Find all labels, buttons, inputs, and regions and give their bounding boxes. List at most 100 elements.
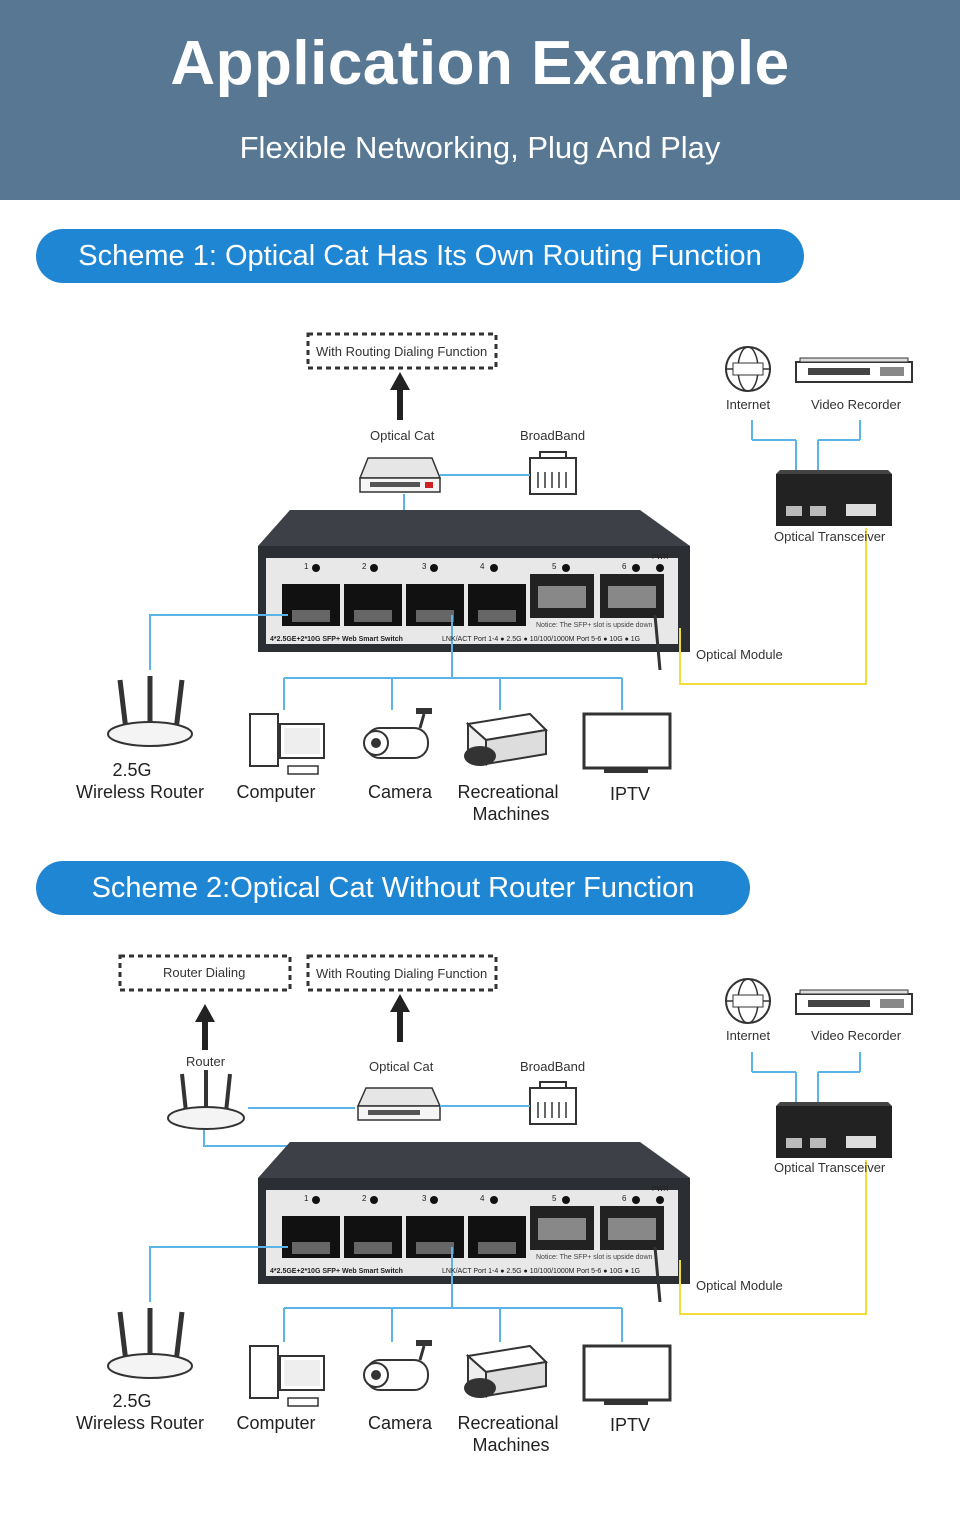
- computer-icon: [249, 1345, 325, 1407]
- rj45-port-3: [406, 584, 464, 626]
- rj45-port-2: [344, 1216, 402, 1258]
- switch-device: [258, 1142, 690, 1284]
- camera-icon: [363, 1340, 432, 1391]
- page-title: Application Example: [170, 29, 790, 98]
- wireless-router-icon: [167, 1070, 245, 1130]
- rj45-port-4: [468, 1216, 526, 1258]
- port-5-label: 5: [552, 562, 557, 571]
- router-dialing-box-label: Router Dialing: [163, 965, 246, 980]
- optical-module-fiber: [653, 1246, 662, 1303]
- wireless-router-icon: [107, 1308, 193, 1379]
- computer-icon: [249, 713, 325, 775]
- rj45-port-1: [282, 1216, 340, 1258]
- scheme1-title: Scheme 1: Optical Cat Has Its Own Routin…: [36, 229, 804, 283]
- pwr-label: PWR: [652, 554, 669, 561]
- scheme2-title: Scheme 2:Optical Cat Without Router Func…: [36, 861, 750, 915]
- router-label: Router: [186, 1054, 226, 1069]
- dialing-box-label: With Routing Dialing Function: [316, 966, 488, 981]
- port-1-label: 1: [304, 562, 309, 571]
- optical-cat-icon: [356, 1087, 442, 1121]
- arrow-up-icon: [390, 372, 410, 420]
- dialing-box: [306, 954, 498, 992]
- scheme2-diagram: Router Dialing With Routing Dialing Func…: [0, 942, 960, 1532]
- pwr-label: PWR: [652, 1186, 669, 1193]
- page-subtitle: Flexible Networking, Plug And Play: [239, 130, 721, 165]
- recreational-label-2: Machines: [472, 1435, 550, 1455]
- port-2-label: 2: [362, 562, 367, 571]
- port-5-label: 5: [552, 1194, 557, 1203]
- switch-legend: LNK/ACT Port 1-4 ● 2.5G ● 10/100/1000M P…: [442, 636, 641, 643]
- optical-cat-label: Optical Cat: [369, 1059, 434, 1074]
- recreational-label-1: Recreational: [457, 782, 559, 802]
- sfp-port-6: [600, 1206, 664, 1250]
- scheme2-drawing: [107, 954, 913, 1407]
- router-speed-label: 2.5G: [112, 1391, 152, 1411]
- sfp-port-5: [530, 1206, 594, 1250]
- arrow-up-icon: [390, 994, 410, 1042]
- dialing-box: [306, 332, 498, 370]
- internet-label: Internet: [726, 1028, 771, 1043]
- port-3-label: 3: [422, 562, 427, 571]
- wireless-router-icon: [107, 676, 193, 747]
- page-header: Application Example Flexible Networking,…: [0, 0, 960, 200]
- video-recorder-label: Video Recorder: [811, 397, 902, 412]
- optical-cat-icon: [358, 457, 442, 493]
- router-dialing-box: [118, 954, 292, 992]
- switch-legend: LNK/ACT Port 1-4 ● 2.5G ● 10/100/1000M P…: [442, 1268, 641, 1275]
- internet-globe-icon: [725, 978, 771, 1024]
- recreational-label-2: Machines: [472, 804, 550, 824]
- wireless-router-label: Wireless Router: [75, 782, 205, 802]
- rj45-port-icon: [529, 451, 577, 495]
- rj45-port-2: [344, 584, 402, 626]
- video-recorder-icon: [795, 357, 913, 383]
- tv-icon: [582, 712, 672, 773]
- scheme1-diagram: With Routing Dialing Function Optical Ca…: [0, 310, 960, 900]
- broadband-label: BroadBand: [520, 428, 586, 443]
- port-4-label: 4: [480, 1194, 485, 1203]
- port-6-label: 6: [622, 562, 627, 571]
- recreational-label-1: Recreational: [457, 1413, 559, 1433]
- port-3-label: 3: [422, 1194, 427, 1203]
- switch-notice: Notice: The SFP+ slot is upside down: [536, 622, 653, 629]
- dialing-box-label: With Routing Dialing Function: [316, 344, 488, 359]
- rj45-port-icon: [529, 1081, 577, 1125]
- port-4-label: 4: [480, 562, 485, 571]
- camera-label: Camera: [367, 782, 433, 802]
- port-2-label: 2: [362, 1194, 367, 1203]
- game-console-icon: [464, 1344, 549, 1399]
- arrow-up-icon: [195, 1004, 215, 1050]
- optical-transceiver-label: Optical Transceiver: [774, 1160, 886, 1175]
- internet-globe-icon: [725, 346, 771, 392]
- port-1-label: 1: [304, 1194, 309, 1203]
- computer-label: Computer: [236, 782, 316, 802]
- iptv-label: IPTV: [609, 1415, 650, 1435]
- computer-label: Computer: [236, 1413, 316, 1433]
- switch-model: 4*2.5GE+2*10G SFP+ Web Smart Switch: [270, 1268, 403, 1275]
- internet-label: Internet: [726, 397, 771, 412]
- iptv-label: IPTV: [609, 784, 650, 804]
- optical-cat-label: Optical Cat: [370, 428, 435, 443]
- port-6-label: 6: [622, 1194, 627, 1203]
- sfp-port-6: [600, 574, 664, 618]
- wireless-router-label: Wireless Router: [75, 1413, 205, 1433]
- optical-transceiver-icon: [776, 470, 892, 526]
- switch-model: 4*2.5GE+2*10G SFP+ Web Smart Switch: [270, 636, 403, 643]
- rj45-port-1: [282, 584, 340, 626]
- rj45-port-4: [468, 584, 526, 626]
- tv-icon: [582, 1344, 672, 1405]
- optical-transceiver-label: Optical Transceiver: [774, 529, 886, 544]
- video-recorder-icon: [795, 989, 913, 1015]
- game-console-icon: [464, 712, 549, 767]
- camera-label: Camera: [367, 1413, 433, 1433]
- switch-device: [258, 510, 690, 652]
- optical-module-fiber: [653, 614, 662, 671]
- optical-module-label: Optical Module: [696, 1278, 783, 1293]
- router-speed-label: 2.5G: [112, 760, 152, 780]
- video-recorder-label: Video Recorder: [811, 1028, 902, 1043]
- scheme1-drawing: [107, 332, 913, 775]
- sfp-port-5: [530, 574, 594, 618]
- camera-icon: [363, 708, 432, 759]
- optical-transceiver-icon: [776, 1102, 892, 1158]
- switch-notice: Notice: The SFP+ slot is upside down: [536, 1254, 653, 1261]
- broadband-label: BroadBand: [520, 1059, 586, 1074]
